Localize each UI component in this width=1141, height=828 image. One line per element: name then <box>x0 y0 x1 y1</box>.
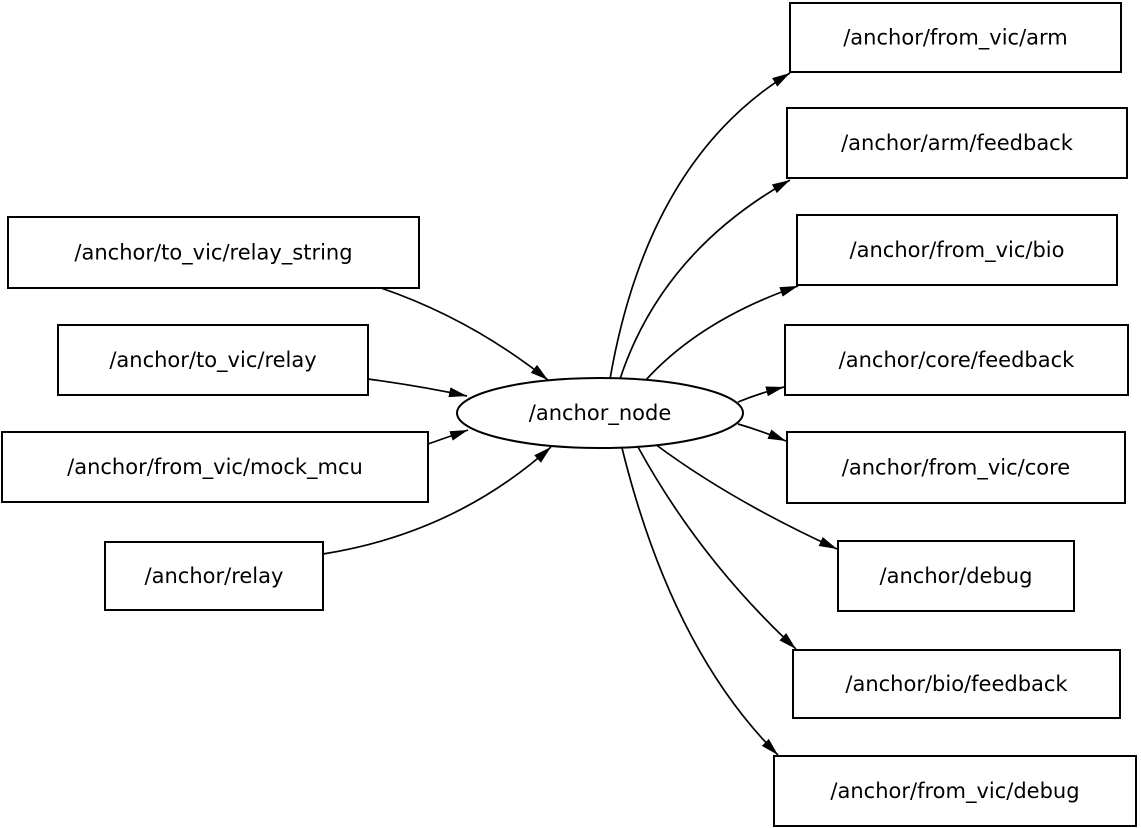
node-label-bio_feedback: /anchor/bio/feedback <box>845 672 1068 696</box>
node-label-from_vic_bio: /anchor/from_vic/bio <box>850 238 1065 263</box>
node-label-relay: /anchor/relay <box>145 564 284 588</box>
topic-box <box>837 540 1075 612</box>
topic-node-from_vic_bio: /anchor/from_vic/bio <box>796 214 1118 286</box>
edge-anchor_node-to-bio_feedback <box>637 446 797 650</box>
topic-node-from_vic_arm: /anchor/from_vic/arm <box>789 2 1122 73</box>
edge-relay-to-anchor_node <box>322 446 552 555</box>
node-label-from_vic_arm: /anchor/from_vic/arm <box>843 26 1068 51</box>
topic-node-from_vic_mock_mcu: /anchor/from_vic/mock_mcu <box>1 431 429 503</box>
edge-anchor_node-to-from_vic_core <box>737 423 787 442</box>
node-anchor_node: /anchor_node <box>456 377 744 449</box>
node-ellipse <box>456 377 744 449</box>
edge-to_vic_relay-to-anchor_node <box>367 378 468 398</box>
topic-node-bio_feedback: /anchor/bio/feedback <box>792 649 1121 719</box>
edge-anchor_node-to-from_vic_bio <box>644 285 799 382</box>
edge-anchor_node-to-arm_feedback <box>619 179 791 380</box>
edge-anchor_node-to-from_vic_arm <box>609 72 791 380</box>
topic-node-debug: /anchor/debug <box>837 540 1075 612</box>
topic-node-core_feedback: /anchor/core/feedback <box>784 324 1129 396</box>
topic-node-from_vic_core: /anchor/from_vic/core <box>786 431 1126 504</box>
topic-box <box>7 216 420 289</box>
topic-box <box>786 107 1128 179</box>
node-label-from_vic_mock_mcu: /anchor/from_vic/mock_mcu <box>67 455 363 480</box>
node-label-core_feedback: /anchor/core/feedback <box>839 348 1076 372</box>
topic-node-to_vic_relay: /anchor/to_vic/relay <box>57 324 369 396</box>
topic-box <box>796 214 1118 286</box>
node-label-anchor_node: /anchor_node <box>529 401 672 426</box>
node-label-debug: /anchor/debug <box>880 564 1033 588</box>
node-label-arm_feedback: /anchor/arm/feedback <box>841 131 1074 155</box>
node-label-to_vic_relay: /anchor/to_vic/relay <box>109 348 316 373</box>
topic-box <box>784 324 1129 396</box>
topic-node-relay: /anchor/relay <box>104 541 324 611</box>
node-label-from_vic_core: /anchor/from_vic/core <box>842 456 1070 481</box>
topic-node-to_vic_relay_string: /anchor/to_vic/relay_string <box>7 216 420 289</box>
topic-node-arm_feedback: /anchor/arm/feedback <box>786 107 1128 179</box>
topic-box <box>1 431 429 503</box>
topic-box <box>789 2 1122 73</box>
edge-to_vic_relay_string-to-anchor_node <box>377 286 549 381</box>
topic-box <box>792 649 1121 719</box>
topic-box <box>104 541 324 611</box>
edge-from_vic_mock_mcu-to-anchor_node <box>427 429 469 445</box>
edge-anchor_node-to-core_feedback <box>737 386 785 403</box>
topic-box <box>786 431 1126 504</box>
edge-anchor_node-to-from_vic_debug <box>621 447 779 756</box>
topic-box <box>57 324 369 396</box>
node-label-from_vic_debug: /anchor/from_vic/debug <box>830 779 1079 804</box>
edge-anchor_node-to-debug <box>654 443 838 550</box>
edges-layer <box>322 72 838 756</box>
topic-node-from_vic_debug: /anchor/from_vic/debug <box>773 755 1137 827</box>
topic-box <box>773 755 1137 827</box>
node-label-to_vic_relay_string: /anchor/to_vic/relay_string <box>74 241 352 266</box>
